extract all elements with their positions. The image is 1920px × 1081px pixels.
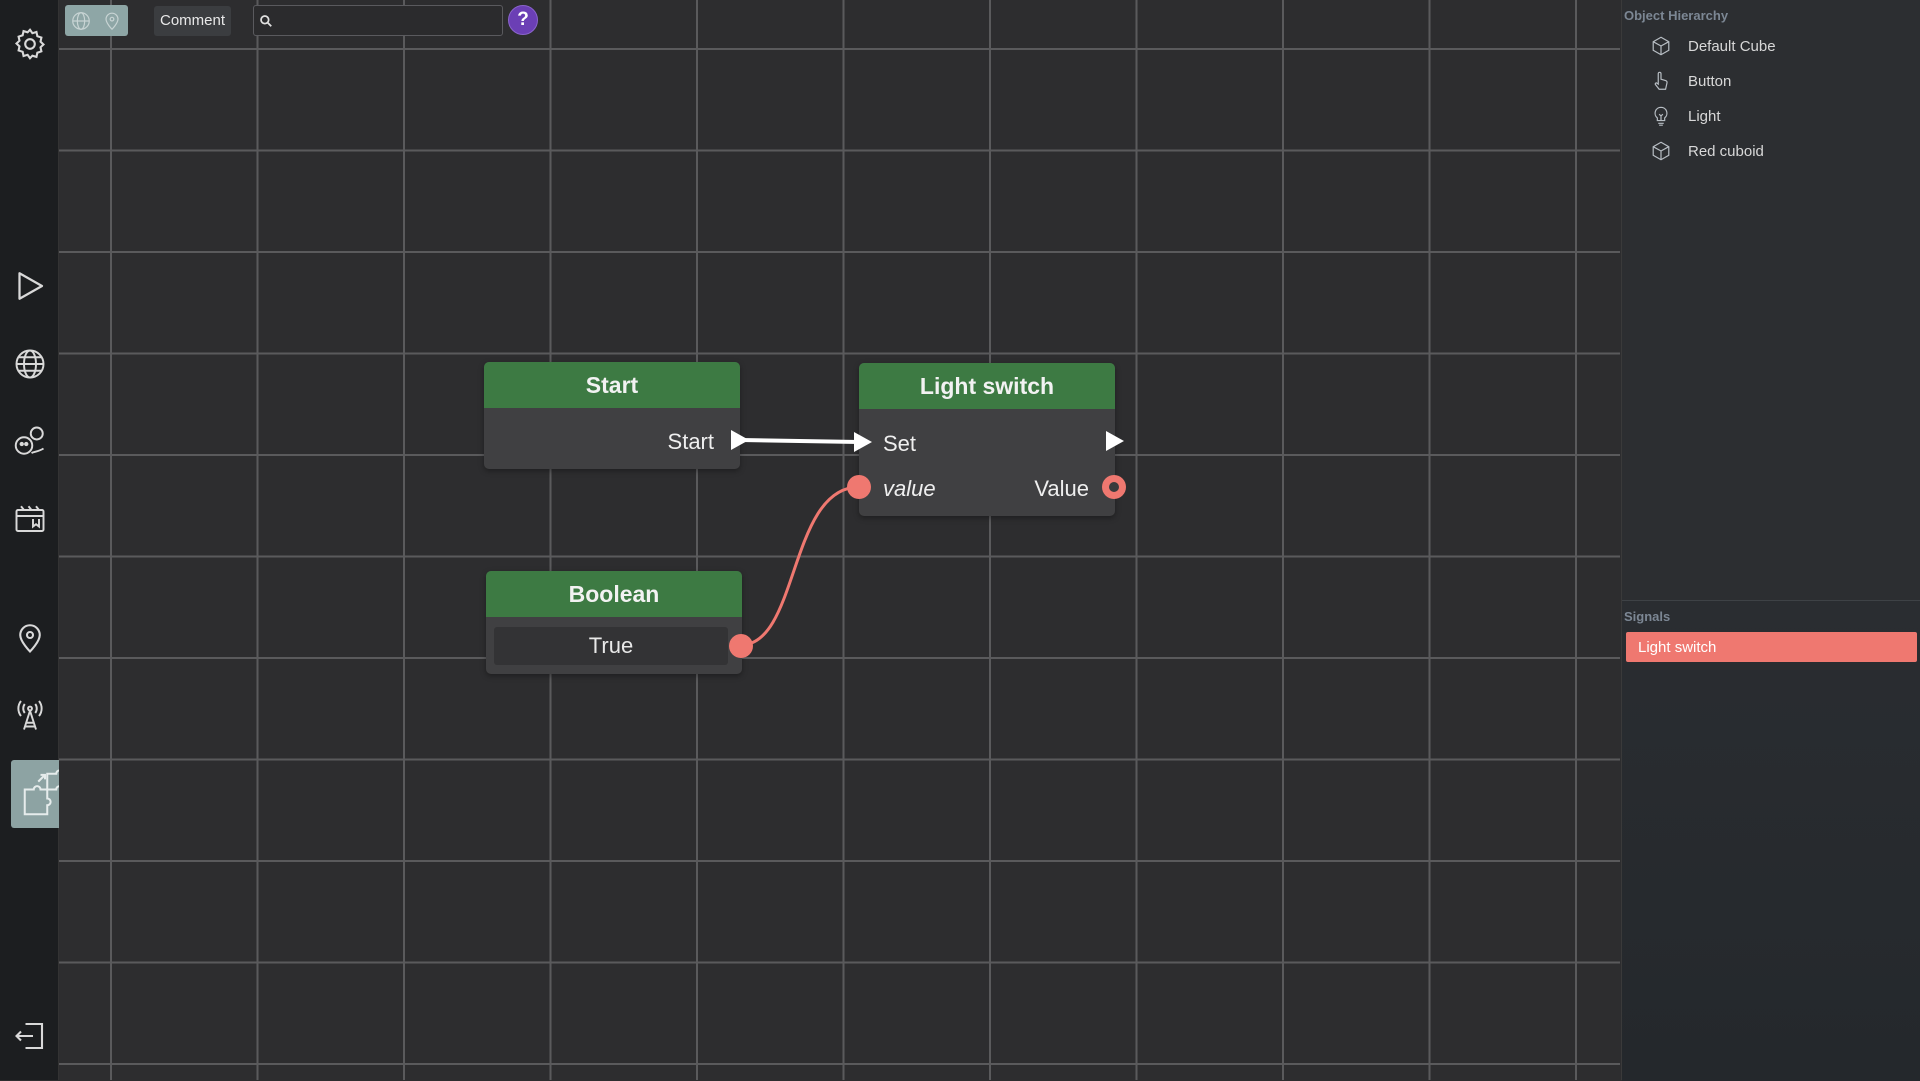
start-node-title: Start xyxy=(484,362,740,408)
light-switch-set-label: Set xyxy=(883,431,917,456)
antenna-icon[interactable] xyxy=(9,695,51,737)
hierarchy-item-default-cube[interactable]: Default Cube xyxy=(1650,31,1910,61)
hierarchy-item-button[interactable]: Button xyxy=(1650,66,1910,96)
location-icon[interactable] xyxy=(9,617,51,659)
search-icon xyxy=(260,15,272,27)
boolean-output-port[interactable] xyxy=(729,634,753,658)
hierarchy-item-label: Default Cube xyxy=(1688,37,1776,55)
object-hierarchy-title: Object Hierarchy xyxy=(1624,8,1729,23)
wire-layer xyxy=(740,438,860,647)
hierarchy-item-red-cuboid[interactable]: Red cuboid xyxy=(1650,136,1910,166)
light-switch-exec-input-port[interactable] xyxy=(853,431,873,453)
hand-pointer-icon xyxy=(1654,71,1668,90)
light-switch-value-input-port[interactable] xyxy=(847,475,871,499)
signals-section: Signals Light switch xyxy=(1622,600,1920,1081)
light-switch-node-title: Light switch xyxy=(859,363,1115,409)
hierarchy-item-light[interactable]: Light xyxy=(1650,101,1910,131)
light-switch-value-input-label: value xyxy=(883,476,936,501)
cube-icon xyxy=(1652,36,1670,56)
data-wire xyxy=(740,485,860,647)
right-panel: Object Hierarchy Default Cube Button Lig… xyxy=(1621,0,1920,1081)
boolean-value-select[interactable]: True xyxy=(494,627,728,665)
start-node[interactable]: Start Start xyxy=(484,362,749,469)
hierarchy-item-label: Button xyxy=(1688,72,1732,90)
play-icon[interactable] xyxy=(9,265,51,307)
help-button[interactable]: ? xyxy=(508,5,538,35)
light-switch-node[interactable]: Light switch Set value Value xyxy=(847,363,1126,516)
animals-icon[interactable] xyxy=(9,420,51,462)
light-switch-value-output-label: Value xyxy=(1034,476,1089,501)
boolean-node-title: Boolean xyxy=(486,571,742,617)
hierarchy-item-label: Light xyxy=(1688,107,1721,125)
comment-button[interactable]: Comment xyxy=(154,6,232,36)
search-input[interactable] xyxy=(278,9,497,33)
node-graph-canvas[interactable]: Start Start Light switch Set value Value… xyxy=(59,0,1620,1080)
cube-icon xyxy=(1652,141,1670,161)
start-exec-output-port[interactable] xyxy=(730,429,750,451)
boolean-node[interactable]: Boolean True xyxy=(486,571,753,674)
signal-item-light-switch[interactable]: Light switch xyxy=(1626,632,1917,662)
settings-icon[interactable] xyxy=(9,23,51,65)
globe-icon[interactable] xyxy=(70,10,92,32)
hierarchy-item-label: Red cuboid xyxy=(1688,142,1764,160)
exit-icon[interactable] xyxy=(9,1015,51,1057)
location-icon[interactable] xyxy=(101,10,123,32)
node-search[interactable] xyxy=(253,5,503,36)
film-icon[interactable] xyxy=(9,498,51,540)
view-mode-toggle[interactable] xyxy=(65,5,128,36)
light-switch-exec-output-port[interactable] xyxy=(1105,430,1125,452)
left-toolbar xyxy=(0,0,79,1080)
lightbulb-icon xyxy=(1654,106,1668,126)
light-switch-value-output-port[interactable] xyxy=(1102,475,1126,499)
globe-icon[interactable] xyxy=(9,343,51,385)
start-output-label: Start xyxy=(667,429,714,454)
exec-wire xyxy=(740,438,860,444)
signals-title: Signals xyxy=(1624,609,1671,624)
